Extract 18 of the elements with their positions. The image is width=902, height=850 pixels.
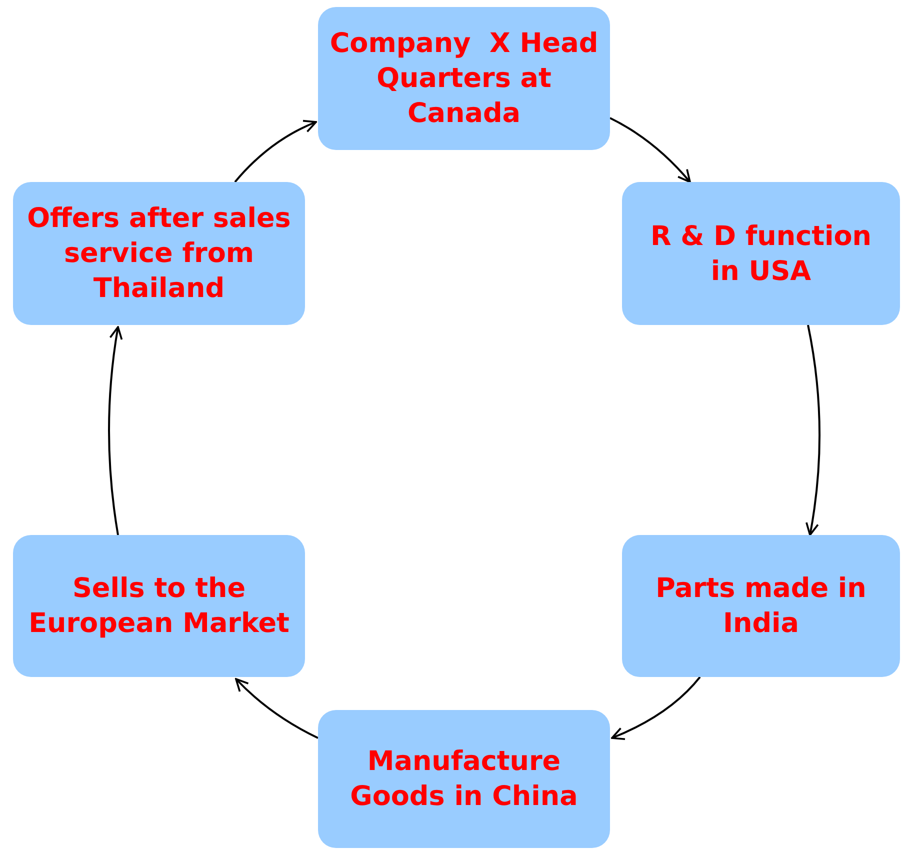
process-box (13, 182, 305, 325)
arrow (108, 326, 123, 536)
arrow (611, 676, 701, 740)
process-box (318, 710, 610, 848)
arrow (234, 120, 317, 183)
arrow (235, 678, 318, 739)
box-label: Offers after sales service from Thailand (26, 202, 292, 306)
arrow (805, 324, 820, 536)
process-box (622, 182, 900, 325)
box-label: Manufacture Goods in China (349, 745, 579, 814)
box-label: Sells to the European Market (28, 572, 290, 641)
arrow (610, 117, 691, 183)
process-box (13, 535, 305, 677)
process-box (318, 7, 610, 150)
box-label: Company X Head Quarters at Canada (328, 27, 600, 131)
box-label: Parts made in India (654, 572, 868, 641)
process-box (622, 535, 900, 677)
box-label: R & D function in USA (649, 220, 873, 288)
